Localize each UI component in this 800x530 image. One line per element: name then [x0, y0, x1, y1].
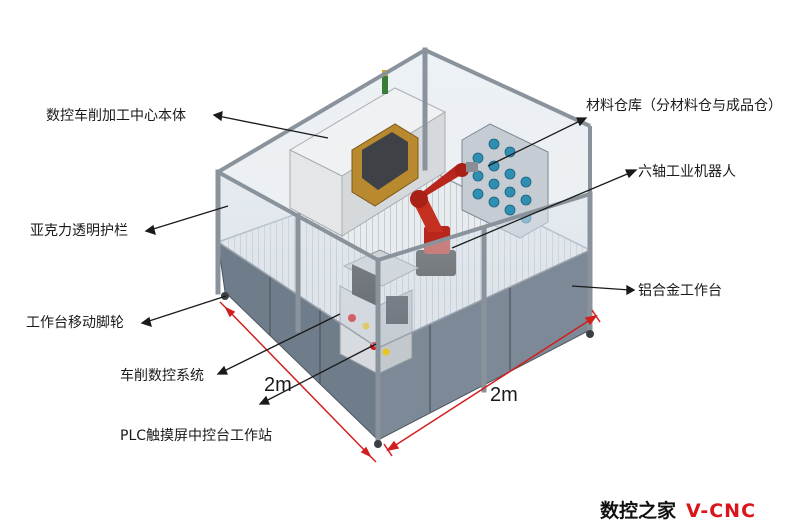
- brand-chinese: 数控之家: [600, 500, 677, 522]
- label-cnc-system: 车削数控系统: [120, 368, 204, 384]
- dimension-lines: [219, 301, 601, 463]
- label-robot: 六轴工业机器人: [638, 164, 736, 180]
- frame-posts: [215, 47, 593, 443]
- brand-watermark: 数控之家 V-CNC: [600, 496, 756, 523]
- dimension-left-label: 2m: [264, 374, 292, 396]
- leader-lines: [140, 111, 638, 405]
- machine-window: [362, 132, 408, 190]
- label-machine-body: 数控车削加工中心本体: [46, 108, 186, 124]
- dimension-right-label: 2m: [490, 384, 518, 406]
- warehouse-bins: [472, 138, 532, 224]
- label-wheels: 工作台移动脚轮: [26, 315, 124, 331]
- brand-english: V-CNC: [686, 500, 757, 522]
- signal-tower-icon: [382, 76, 388, 94]
- frame-top-rails: [216, 47, 592, 263]
- label-plc-station: PLC触摸屏中控台工作站: [120, 428, 273, 444]
- label-warehouse: 材料仓库（分材料仓与成品仓）: [586, 98, 782, 114]
- label-guard: 亚克力透明护栏: [30, 223, 128, 239]
- label-table: 铝合金工作台: [638, 283, 722, 299]
